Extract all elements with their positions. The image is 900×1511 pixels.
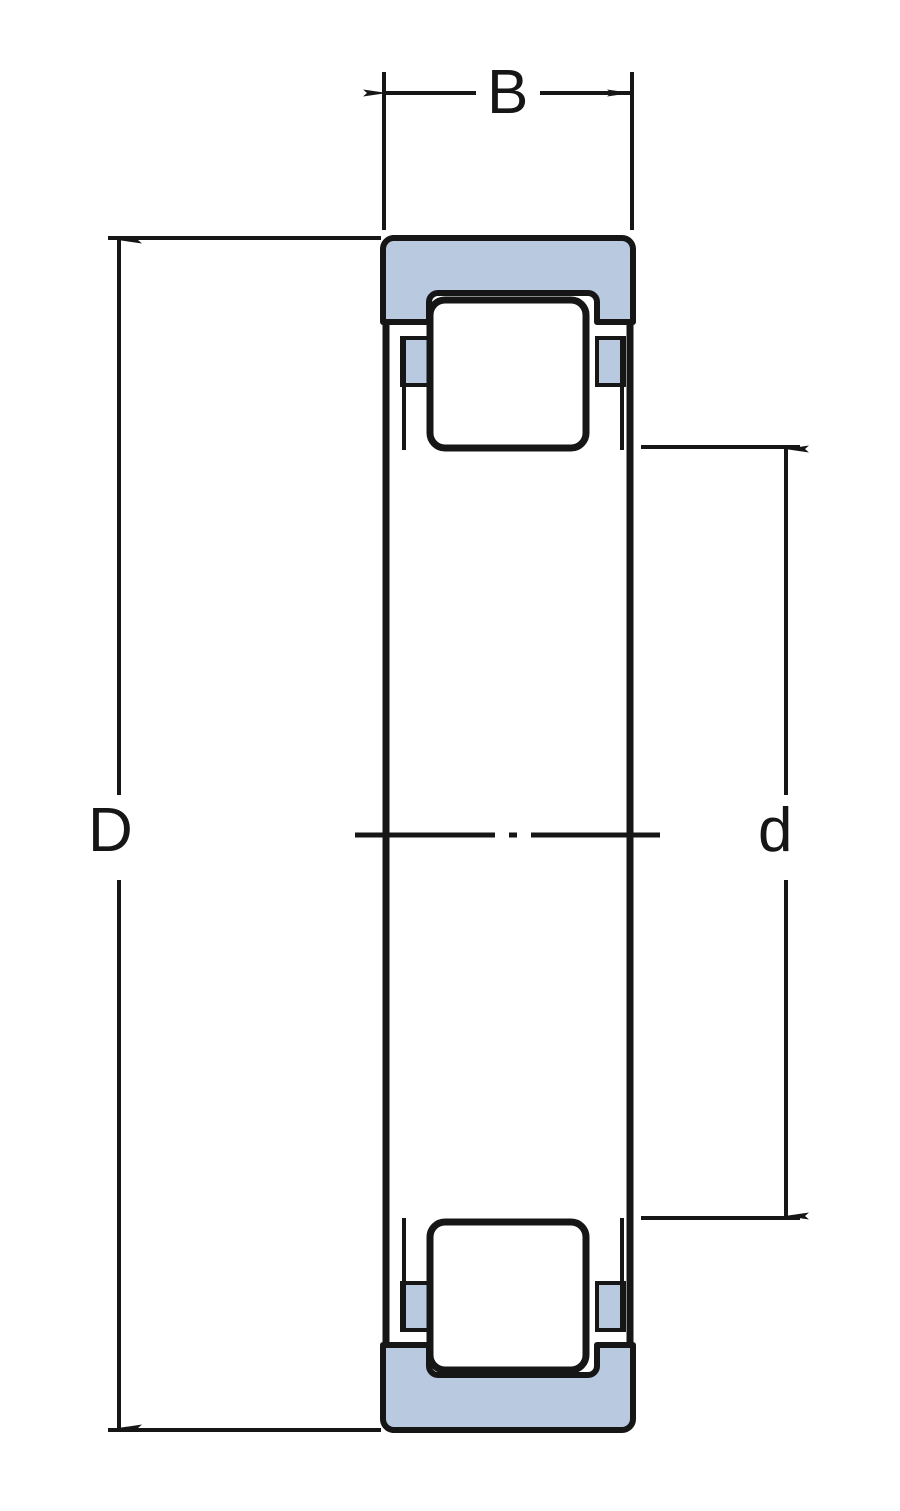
dimension-label-D: D: [88, 796, 133, 865]
bearing-body: [355, 235, 660, 1433]
rib-flange-bottom-right: [595, 1281, 626, 1332]
dimension-D-group: [108, 236, 381, 1432]
roller-bottom: [426, 1218, 590, 1374]
dimension-d-group: [641, 445, 809, 1220]
dimension-B-group: [363, 72, 634, 230]
dimension-label-B: B: [487, 58, 529, 127]
roller-top: [426, 296, 590, 452]
rib-flange-bottom-left: [400, 1281, 431, 1332]
rib-flange-top-left: [400, 336, 431, 387]
dimension-label-d: d: [758, 796, 793, 865]
outer-ring-bottom: [379, 1342, 636, 1433]
outer-ring-top: [379, 235, 636, 325]
rib-flange-top-right: [595, 336, 626, 387]
